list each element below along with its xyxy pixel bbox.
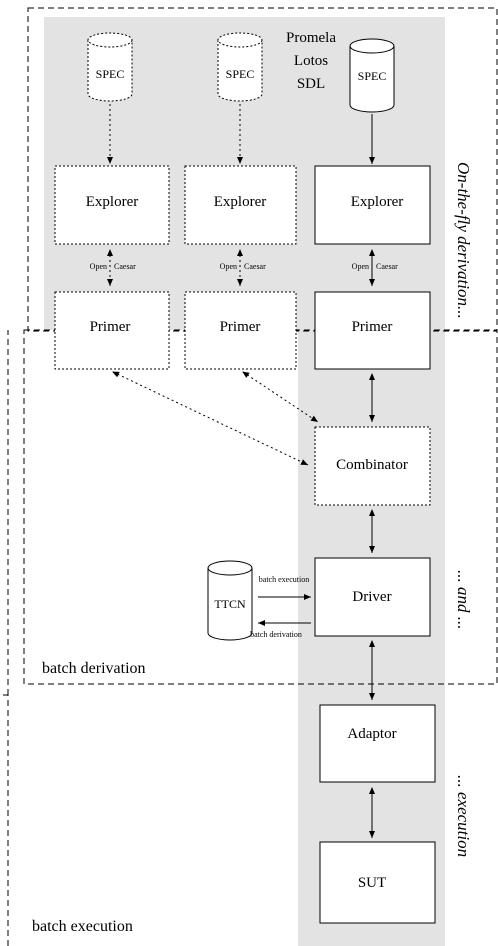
spec-cylinder-3: SPEC — [349, 38, 395, 113]
open-label-3: Open — [352, 262, 369, 271]
driver-box — [314, 557, 431, 637]
primer-label-1: Primer — [90, 319, 131, 335]
spec-label-3: SPEC — [358, 69, 387, 83]
explorer-box-1 — [54, 165, 170, 245]
sut-label: SUT — [358, 875, 386, 891]
primer-box-3 — [314, 291, 431, 370]
open-label-1: Open — [90, 262, 107, 271]
batch-execution-region — [0, 694, 9, 946]
primer-box-1 — [54, 291, 170, 370]
explorer-label-2: Explorer — [214, 194, 266, 210]
ttcn-label: TTCN — [214, 597, 246, 611]
execution-side-label: ... execution — [454, 775, 473, 857]
language-lotos: Lotos — [294, 53, 328, 69]
sut-box — [319, 841, 436, 924]
spec-label-2: SPEC — [226, 67, 255, 81]
caesar-label-2: Caesar — [244, 262, 266, 271]
primer-label-3: Primer — [352, 319, 393, 335]
and-side-label: ... and ... — [454, 570, 473, 630]
spec-cylinder-1: SPEC — [87, 32, 133, 102]
open-label-2: Open — [220, 262, 237, 271]
combinator-label: Combinator — [336, 457, 408, 473]
batch-derivation-arrow-label: batch derivation — [250, 630, 302, 639]
otf-derivation-region — [27, 7, 498, 332]
primer-box-2 — [184, 291, 297, 370]
spec-label-1: SPEC — [96, 67, 125, 81]
adaptor-label: Adaptor — [347, 726, 396, 742]
combinator-box — [314, 426, 431, 506]
batch-derivation-region — [23, 329, 498, 685]
spec-cylinder-2: SPEC — [217, 32, 263, 102]
explorer-label-3: Explorer — [351, 194, 403, 210]
otf-side-label: On-the-fly derivation... — [454, 162, 473, 319]
caesar-label-1: Caesar — [114, 262, 136, 271]
explorer-box-3 — [314, 165, 431, 245]
language-promela: Promela — [286, 30, 336, 46]
explorer-box-2 — [184, 165, 297, 245]
caesar-label-3: Caesar — [376, 262, 398, 271]
language-sdl: SDL — [297, 76, 325, 92]
ttcn-cylinder: TTCN — [207, 560, 253, 641]
driver-label: Driver — [352, 589, 391, 605]
batch-derivation-label: batch derivation — [42, 660, 146, 677]
primer-label-2: Primer — [220, 319, 261, 335]
batch-execution-label: batch execution — [32, 918, 133, 935]
batch-execution-arrow-label: batch execution — [259, 575, 309, 584]
adaptor-box — [319, 704, 436, 783]
explorer-label-1: Explorer — [86, 194, 138, 210]
